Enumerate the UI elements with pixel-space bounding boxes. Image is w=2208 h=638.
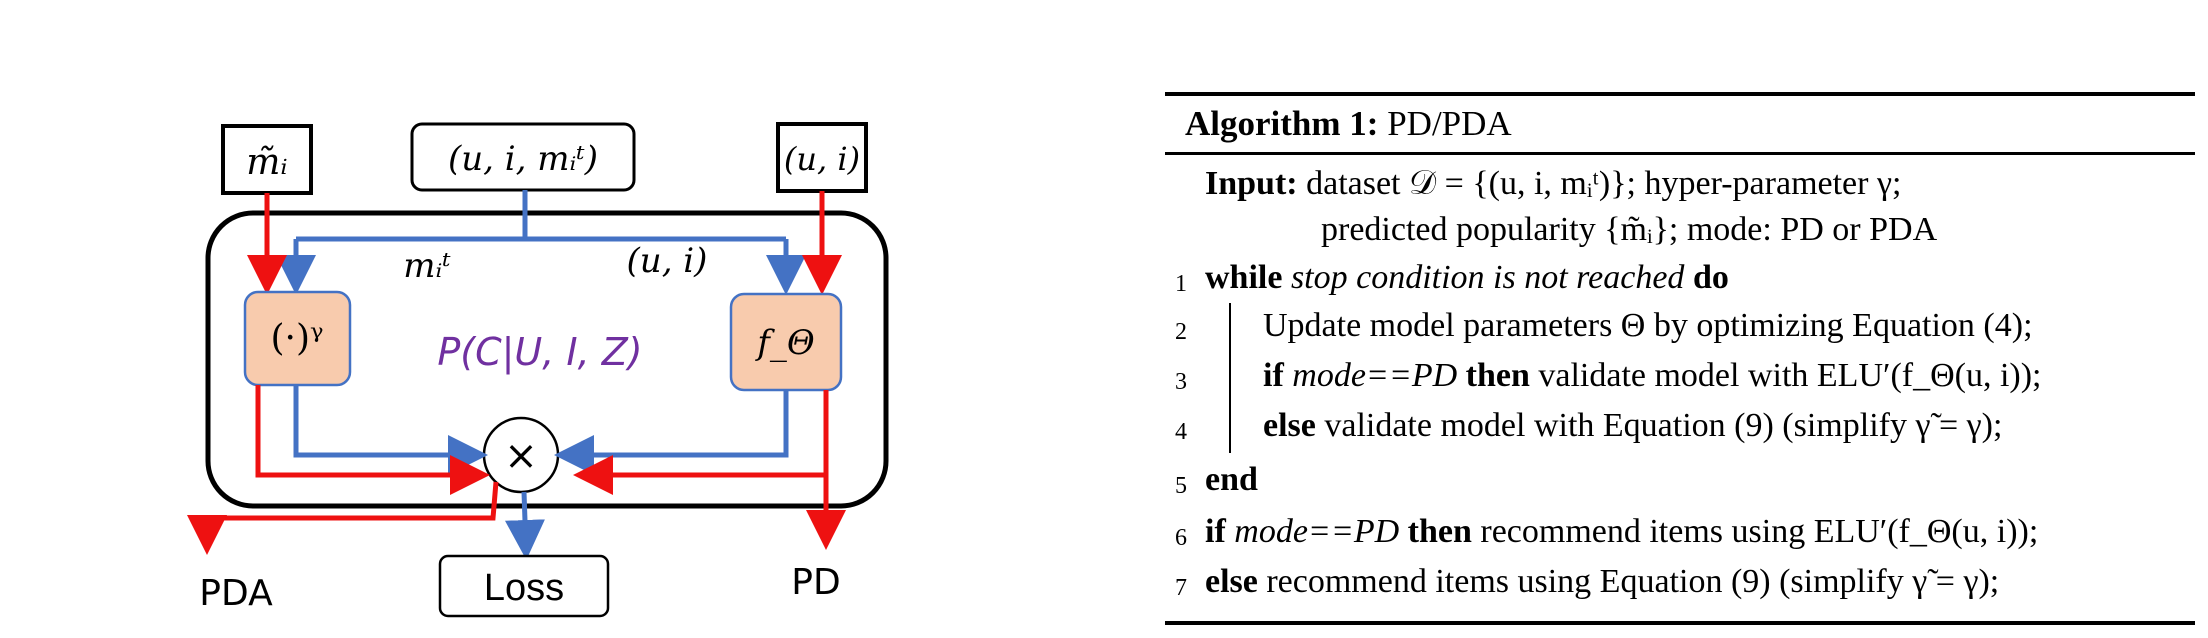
- blue-split-line: [296, 190, 786, 242]
- then-keyword-2: then: [1407, 513, 1472, 550]
- algo-line-2: Update model parameters Θ by optimizing …: [1263, 307, 2033, 345]
- while-condition: stop condition is not reached: [1290, 259, 1685, 296]
- loop-indent-bar: [1229, 303, 1231, 453]
- loss-box: [438, 554, 610, 618]
- input-text-2: predicted popularity {m̃ᵢ}; mode: PD or …: [1321, 211, 1938, 248]
- ui-edge-label: (u, i): [627, 241, 708, 281]
- red-path-f-to-multiply: [573, 390, 829, 495]
- algo-line-3: if mode==PD then validate model with ELU…: [1263, 357, 2042, 395]
- if-condition: mode==PD: [1292, 357, 1458, 394]
- algo-line-1: while stop condition is not reached do: [1205, 259, 1729, 297]
- do-keyword: do: [1692, 259, 1729, 296]
- if-condition-2: mode==PD: [1234, 513, 1400, 550]
- input-line-1: Input: dataset 𝒟 = {(u, i, mᵢᵗ)}; hyper-…: [1205, 165, 1901, 203]
- algo-line-4: else validate model with Equation (9) (s…: [1263, 407, 2002, 445]
- algorithm-body: Input: dataset 𝒟 = {(u, i, mᵢᵗ)}; hyper-…: [1165, 155, 2195, 625]
- line-number-3: 3: [1175, 369, 1187, 395]
- m-tilde-label: m̃ᵢ: [246, 142, 287, 183]
- f-theta-node-label: f_Θ: [754, 323, 815, 363]
- else-keyword: else: [1263, 407, 1316, 444]
- algorithm-title-keyword: Algorithm 1:: [1185, 104, 1379, 143]
- then-keyword: then: [1465, 357, 1530, 394]
- bottom-rule: [1165, 621, 2195, 625]
- algorithm-title: Algorithm 1: PD/PDA: [1165, 96, 2195, 152]
- input-keyword: Input:: [1205, 165, 1298, 202]
- algo-line-7: else recommend items using Equation (9) …: [1205, 563, 1999, 601]
- pd-output-label: PD: [791, 562, 840, 603]
- line-number-1: 1: [1175, 271, 1187, 297]
- while-keyword: while: [1205, 259, 1283, 296]
- algorithm-title-text: PD/PDA: [1387, 104, 1512, 143]
- else-recommend-text: recommend items using Equation (9) (simp…: [1266, 563, 2000, 600]
- line-number-6: 6: [1175, 525, 1187, 551]
- algorithm-block: Algorithm 1: PD/PDA Input: dataset 𝒟 = {…: [1165, 92, 2195, 625]
- else-validate-text: validate model with Equation (9) (simpli…: [1324, 407, 2003, 444]
- top-rule: [1165, 92, 2195, 96]
- loss-label: Loss: [484, 567, 564, 609]
- input-line-2: predicted popularity {m̃ᵢ}; mode: PD or …: [1321, 211, 1937, 249]
- ui-box-label: (u, i): [784, 140, 860, 178]
- if-keyword-2: if: [1205, 513, 1226, 550]
- mt-edge-label: mᵢᵗ: [403, 246, 451, 286]
- red-path-gamma-to-multiply: [255, 385, 490, 495]
- multiply-symbol: ×: [504, 433, 538, 479]
- input-text-1: dataset 𝒟 = {(u, i, mᵢᵗ)}; hyper-paramet…: [1306, 165, 1902, 202]
- if-keyword: if: [1263, 357, 1284, 394]
- update-text: Update model parameters Θ by optimizing …: [1263, 307, 2033, 344]
- end-keyword: end: [1205, 461, 1258, 498]
- pda-output-label: PDA: [199, 573, 273, 614]
- algo-line-5: end: [1205, 461, 1258, 499]
- line-number-7: 7: [1175, 575, 1187, 601]
- blue-path-f-to-multiply: [554, 390, 789, 475]
- red-arrow-to-pda: [187, 481, 499, 555]
- title-rule: [1165, 152, 2195, 155]
- blue-path-gamma-to-multiply: [293, 385, 488, 475]
- validate-text: validate model with ELU′(f_Θ(u, i));: [1538, 357, 2042, 394]
- gamma-node-label: (·)ᵞ: [270, 318, 323, 359]
- pda-diagram: m̃ᵢ (u, i, mᵢᵗ) (u, i) mᵢᵗ (u, i) (·)ᵞ f…: [187, 122, 889, 618]
- model-container: [205, 210, 889, 509]
- algo-line-6: if mode==PD then recommend items using E…: [1205, 513, 2038, 551]
- line-number-5: 5: [1175, 473, 1187, 499]
- input-triple-label: (u, i, mᵢᵗ): [448, 139, 598, 179]
- else-keyword-2: else: [1205, 563, 1258, 600]
- recommend-text: recommend items using ELU′(f_Θ(u, i));: [1480, 513, 2039, 550]
- line-number-2: 2: [1175, 319, 1187, 345]
- line-number-4: 4: [1175, 419, 1187, 445]
- center-probability-label: P(C|U, I, Z): [437, 330, 642, 375]
- blue-arrow-to-loss: [504, 491, 545, 560]
